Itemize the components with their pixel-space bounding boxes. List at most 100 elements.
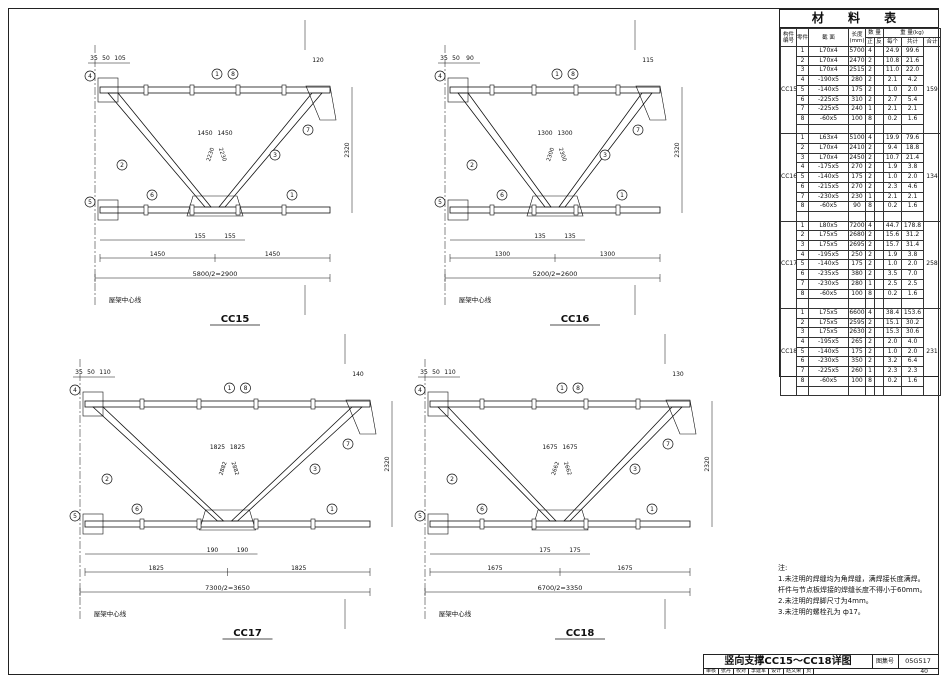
table-cell: 175 (848, 172, 866, 183)
cc16-dim-half-left: 1300 (495, 251, 510, 258)
cc17-gap-right: 190 (237, 547, 249, 554)
table-cell: 2.0 (883, 337, 902, 348)
table-cell: 2.0 (901, 172, 924, 183)
cc16-callout (567, 68, 579, 80)
header-qty: 数 量 (865, 28, 884, 38)
cc15-dim-half-left: 1450 (150, 251, 165, 258)
signature-cell: 设计 (769, 668, 785, 675)
table-cell: 3.5 (883, 269, 902, 280)
table-cell: 2.1 (883, 75, 902, 86)
cc17-filler-plate (253, 518, 259, 530)
cc16-diag-label: 2300 (557, 147, 567, 163)
table-cell: 0.2 (883, 375, 902, 387)
cc17-half-width: 7300/2=3650 (205, 584, 250, 592)
cc17-right-top-dim: 140 (352, 371, 364, 378)
table-cell (874, 298, 884, 309)
table-cell (874, 210, 884, 222)
cc15-filler-plate (143, 204, 149, 216)
cc17-filler-plate (310, 518, 316, 530)
cc17-callout-text: 5 (73, 513, 77, 520)
table-cell: 1 (865, 104, 875, 115)
table-cell: 380 (848, 269, 866, 280)
table-cell: -140x5 (808, 346, 849, 358)
table-cell: 153.6 (901, 307, 924, 319)
table-cell: -140x5 (808, 259, 849, 271)
title-block: 竖向支撑CC15～CC18详图 图集号 05G517 审核张丹校对李建军设计赵文… (703, 654, 939, 675)
table-cell (874, 84, 884, 96)
table-cell: 2.1 (883, 104, 902, 115)
table-cell (883, 385, 902, 397)
table-cell: 2 (796, 317, 809, 329)
cc16-callout (616, 189, 628, 201)
cc16-callout (599, 149, 611, 161)
group-sum: 258 (922, 220, 942, 309)
table-cell: 21.4 (901, 152, 924, 164)
header-part: 零件号 (796, 28, 809, 47)
table-cell (874, 220, 884, 232)
cc15-callout-text: 2 (120, 162, 124, 169)
table-cell: 7 (796, 104, 809, 115)
table-cell: 6.4 (901, 356, 924, 368)
cc17-callout (309, 463, 321, 475)
cc15-filler-plate (281, 84, 287, 96)
cc18-top-dim: 50 (432, 369, 440, 376)
table-cell: 44.7 (883, 220, 902, 232)
table-cell: 2 (865, 346, 875, 358)
table-cell: 2 (865, 94, 875, 106)
cc17-callout (69, 384, 81, 396)
table-cell (865, 385, 875, 397)
table-cell: 0.2 (883, 288, 902, 300)
cc17-filler-plate (196, 398, 202, 410)
signature-cell: 审核 (704, 668, 720, 675)
table-cell: 30.2 (901, 317, 924, 329)
table-cell: 8 (796, 113, 809, 125)
cc17-diagonal-left (91, 406, 225, 522)
cc16-height: 2320 (674, 142, 681, 157)
cc18-gusset-top-right (665, 399, 697, 435)
table-cell: 250 (848, 249, 866, 261)
header-weight: 重 量(kg) (882, 28, 942, 38)
table-cell: 2 (865, 230, 875, 242)
table-cell (874, 288, 884, 300)
table-cell: 4 (865, 307, 875, 319)
cc16-gusset-top-left (447, 77, 469, 103)
table-cell (874, 337, 884, 348)
table-cell: 2 (865, 259, 875, 271)
table-cell (874, 366, 884, 377)
table-cell: L70x4 (808, 143, 849, 154)
table-cell: L75x5 (808, 240, 849, 251)
table-cell: -230x5 (808, 278, 849, 290)
table-cell: 21.6 (901, 55, 924, 67)
cc17-diag-label: 2882 (219, 461, 229, 476)
cc16-top-dim: 35 (440, 55, 448, 62)
cc15-filler-plate (235, 204, 241, 216)
table-cell: 8 (796, 288, 809, 300)
table-cell: -215x5 (808, 181, 849, 193)
cc17-filler-plate (196, 518, 202, 530)
cc15-callout (116, 159, 128, 171)
table-cell: 5.4 (901, 94, 924, 106)
table-cell: -60x5 (808, 375, 849, 387)
cc16-gap-left: 135 (534, 233, 546, 240)
cc18-diag-label: 1675 (562, 444, 577, 451)
table-cell: 15.7 (883, 240, 902, 251)
cc17-callout-text: 8 (244, 385, 248, 392)
table-cell: 38.4 (883, 307, 902, 319)
table-cell: 5 (796, 84, 809, 96)
table-cell: 79.6 (901, 133, 924, 145)
table-cell: 230 (848, 191, 866, 203)
cc18-callout-text: 3 (633, 466, 637, 473)
cc17-callout-text: 3 (313, 466, 317, 473)
cc15-axis-label: 屋架中心线 (109, 295, 142, 304)
table-cell: 2410 (848, 143, 866, 154)
table-cell: 1.9 (883, 162, 902, 174)
table-cell (874, 113, 884, 125)
cc15-callout (211, 68, 223, 80)
